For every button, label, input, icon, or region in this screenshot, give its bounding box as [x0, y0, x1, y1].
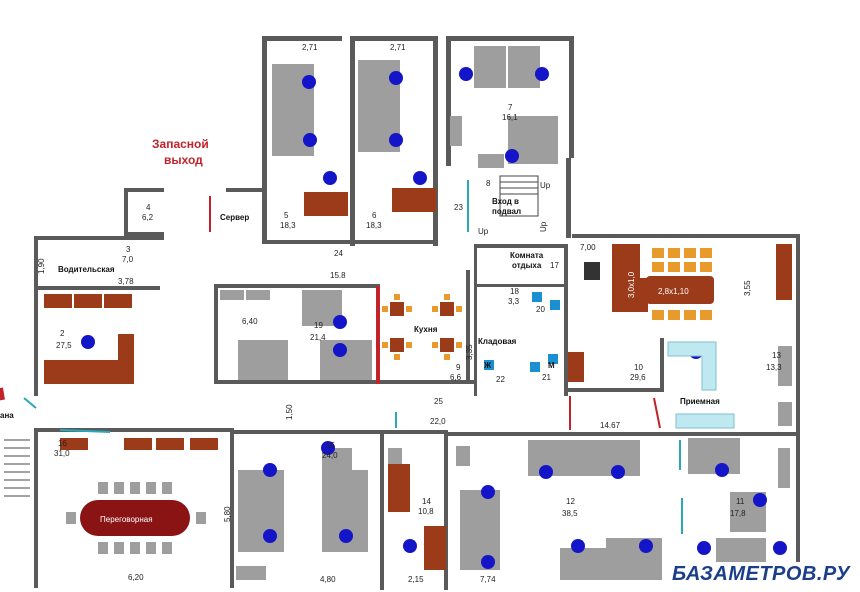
dim-label: 6,40	[242, 317, 258, 326]
room-number: 9	[456, 363, 461, 372]
dim-label: 15.8	[330, 271, 346, 280]
room-name-rest-2: отдыха	[512, 261, 542, 270]
room-number: 14	[422, 497, 431, 506]
room-area: 31,0	[54, 449, 70, 458]
room-name-driver: Водительская	[58, 265, 115, 274]
room-number: 8	[486, 179, 491, 188]
room-area: 16,1	[502, 113, 518, 122]
dim-label: 7,74	[480, 575, 496, 584]
room-area: 3,3	[508, 297, 520, 306]
room-area: 29,6	[630, 373, 646, 382]
room-number: 21	[542, 373, 551, 382]
room-name-basement-2: подвал	[492, 207, 521, 216]
room-name-kitchen: Кухня	[414, 325, 438, 334]
room-name-server: Сервер	[220, 213, 249, 222]
dim-label: 5,80	[223, 506, 232, 522]
room-number: 25	[434, 397, 443, 406]
dim-label: 14.67	[600, 421, 621, 430]
tv-icon	[584, 262, 600, 280]
reception-desk	[667, 341, 735, 429]
room-number: 10	[634, 363, 643, 372]
dim-label: 1,50	[285, 404, 294, 420]
room-number: 2	[60, 329, 65, 338]
room-number: 7	[508, 103, 513, 112]
wc-women-label: Ж	[483, 361, 492, 370]
room-area: 21,4	[310, 333, 326, 342]
dim-label: 1,90	[37, 258, 46, 274]
room-number: 11	[736, 497, 745, 506]
dim-label: 7,00	[580, 243, 596, 252]
walls	[34, 36, 800, 590]
dim-label: 2,15	[408, 575, 424, 584]
room-area: 17,8	[730, 509, 746, 518]
site-watermark: БАЗАМЕТРОВ.РУ	[668, 562, 854, 586]
stairs-icon	[4, 175, 539, 497]
wc-men-label: М	[548, 361, 555, 370]
room-number: 23	[454, 203, 463, 212]
room-labels: Запасной выход 2,71 2,71 7 16,1 4 6,2 Се…	[0, 43, 782, 584]
kitchen-furniture	[376, 286, 462, 384]
room-number: 20	[536, 305, 545, 314]
dim-label: 3,35	[465, 344, 474, 360]
room-name-reception: Приемная	[680, 397, 720, 406]
up-label: Up	[540, 181, 551, 190]
doors	[0, 180, 683, 534]
room-area: 6,2	[142, 213, 154, 222]
room-number: 12	[566, 497, 575, 506]
room-number: 19	[314, 321, 323, 330]
room-area: 7,0	[122, 255, 134, 264]
room-name-storage: Кладовая	[478, 337, 517, 346]
table-size-label: 2,8x1,10	[658, 287, 689, 296]
room-area: 10,8	[418, 507, 434, 516]
dim-label: 3,78	[118, 277, 134, 286]
room-area: 27,5	[56, 341, 72, 350]
room-number: 22	[496, 375, 505, 384]
room-number: 6	[372, 211, 377, 220]
wood-furniture	[44, 188, 792, 570]
orange-chairs	[652, 248, 712, 320]
room-number: 18	[510, 287, 519, 296]
room-area: 22,0	[430, 417, 446, 426]
room-name-meeting: Переговорная	[100, 515, 153, 524]
room-area: 18,3	[280, 221, 296, 230]
dim-label: 4,80	[320, 575, 336, 584]
dim-label: 2,71	[302, 43, 318, 52]
room-name-partial: ана	[0, 411, 14, 420]
room-number: 15	[326, 441, 335, 450]
dim-label: 2,71	[390, 43, 406, 52]
chairs	[81, 67, 787, 569]
up-label: Up	[478, 227, 489, 236]
room-number: 3	[126, 245, 131, 254]
room-number: 17	[550, 261, 559, 270]
room-area: 6,6	[450, 373, 462, 382]
room-name-rest: Комната	[510, 251, 544, 260]
dim-label: 6,20	[128, 573, 144, 582]
meeting-room-furniture	[66, 482, 206, 554]
room-area: 18,3	[366, 221, 382, 230]
emergency-exit-label: Запасной	[152, 137, 209, 151]
room-number: 16	[58, 439, 67, 448]
up-label: Up	[539, 221, 548, 232]
room-area: 38,5	[562, 509, 578, 518]
room-area: 13,3	[766, 363, 782, 372]
dim-label: 3,55	[743, 280, 752, 296]
room-number: 5	[284, 211, 289, 220]
table-size-label: 3,0x1,0	[627, 271, 636, 298]
desks	[220, 46, 792, 580]
room-number: 13	[772, 351, 781, 360]
emergency-exit-label-2: выход	[164, 153, 203, 167]
room-area: 24,0	[322, 451, 338, 460]
room-name-basement: Вход в	[492, 197, 519, 206]
room-number: 4	[146, 203, 151, 212]
wc-fixtures	[484, 292, 560, 372]
dim-label: 24	[334, 249, 343, 258]
